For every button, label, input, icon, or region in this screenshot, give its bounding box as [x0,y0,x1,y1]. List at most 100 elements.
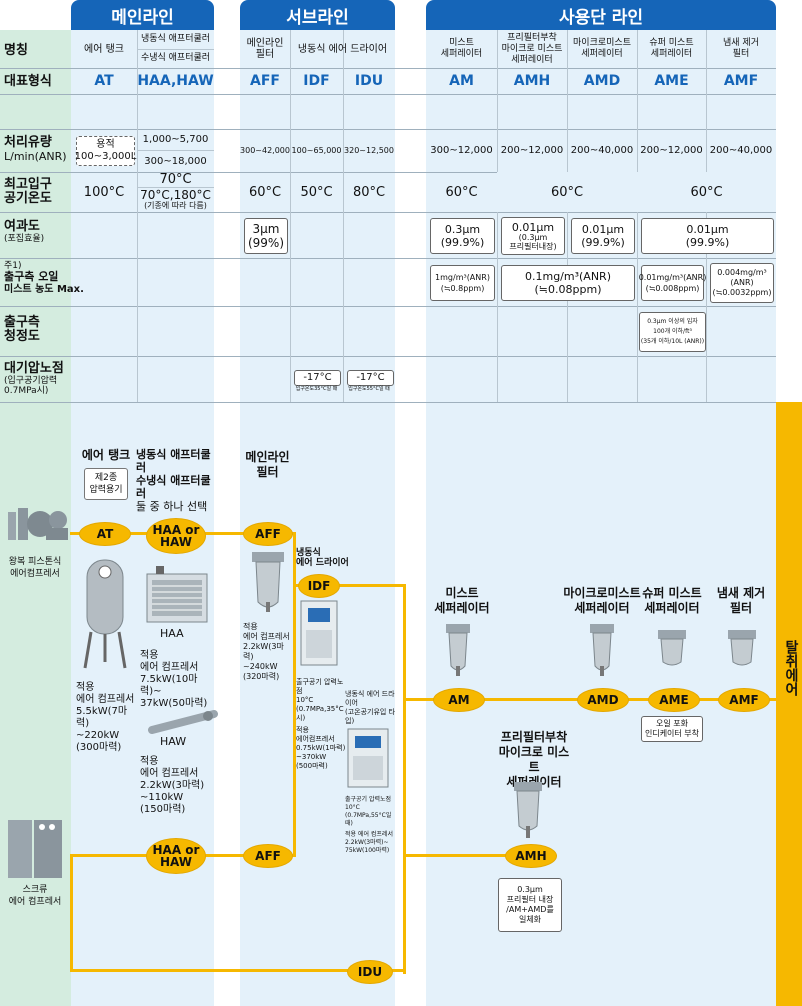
temp-at: 100°C [83,184,125,200]
row-divider [0,306,776,307]
col-divider [497,30,498,402]
row-divider [0,402,776,403]
temp-amh-amd: 60°C [497,172,637,212]
flow-haw: 300~18,000 [144,155,207,167]
code-am: AM [449,73,474,89]
row-label-filtration: 여과도(포집효율) [4,219,45,245]
flow-aff: 300~42,000 [240,146,290,155]
pipe-idu [70,969,406,972]
name-haa: 냉동식 애프터쿨러 [140,34,211,44]
header-use-line: 사용단 라인 [426,0,776,30]
oval-at: AT [79,522,131,546]
pipe-amh [403,854,523,857]
filt-amd: 0.01μm(99.9%) [571,218,635,254]
oil-amh-amd: 0.1mg/m³(ANR)(≒0.08ppm) [501,265,635,301]
flow-ame: 200~12,000 [640,145,703,156]
flow-amd: 200~40,000 [570,145,634,156]
oval-idu: IDU [347,960,393,984]
pipe-aff-vertical [293,532,296,856]
oval-amf: AMF [718,688,770,712]
haa-image-label: HAA [160,627,184,640]
oval-idf: IDF [298,574,340,598]
code-amf: AMF [723,73,759,89]
dew-idu: -17°C [347,370,394,386]
row-divider [0,68,776,69]
row-divider [0,258,776,259]
temp-ame-amf: 60°C [637,172,776,212]
name-at: 에어 탱크 [84,43,124,55]
code-aff: AFF [250,73,280,89]
temp-haw: 70°C,180°C(기종에 따라 다름) [140,188,211,210]
flow-haa: 1,000~5,700 [142,134,209,145]
col-divider [137,187,214,188]
flow-am: 300~12,000 [430,145,493,156]
amh-filter-icon [514,782,542,838]
flow-amf: 200~40,000 [709,145,773,156]
idu-diagram-title: 냉동식 에어 드라이어(고온공기유입 타입) [345,690,396,725]
air-tank-icon [83,559,127,669]
col-divider [706,30,707,402]
col-divider [290,30,291,402]
oval-amd: AMD [577,688,629,712]
idu-dryer-icon [347,728,389,788]
dew-idu-note: 입구온도55°C일 때 [348,386,390,392]
haa-cooler-icon [146,566,208,623]
row-divider [0,94,776,95]
row-divider [0,172,776,173]
haw-image-label: HAW [160,735,187,748]
pipe-idf [293,584,406,587]
amd-filter-icon [590,624,614,676]
code-at: AT [94,73,114,89]
amf-filter-icon [728,630,756,666]
col-divider [567,30,568,402]
temp-am: 60°C [445,184,478,200]
col-divider [137,49,214,50]
row-divider [0,212,776,213]
col-divider [137,30,138,402]
pipe-right-vertical [403,584,406,974]
dry-air-band [776,402,802,1006]
code-ame: AME [654,73,689,89]
dry-air-label: 탈취에어 [783,640,799,696]
code-amd: AMD [583,73,621,89]
name-idf-idu: 냉동식 에어 드라이어 [297,43,388,55]
code-amh: AMH [513,73,551,89]
filt-aff: 3μm(99%) [244,218,288,254]
oval-amh: AMH [505,844,557,868]
header-main-line: 메인라인 [71,0,214,30]
col-divider [637,30,638,402]
haw-cooler-icon [148,710,218,734]
oval-am: AM [433,688,485,712]
header-sub-line: 서브라인 [240,0,395,30]
filt-am: 0.3μm(99.9%) [430,218,495,254]
oil-amf: 0.004mg/m³(ANR)(≒0.0032ppm) [710,263,774,303]
name-haw: 수냉식 애프터쿨러 [140,53,211,63]
